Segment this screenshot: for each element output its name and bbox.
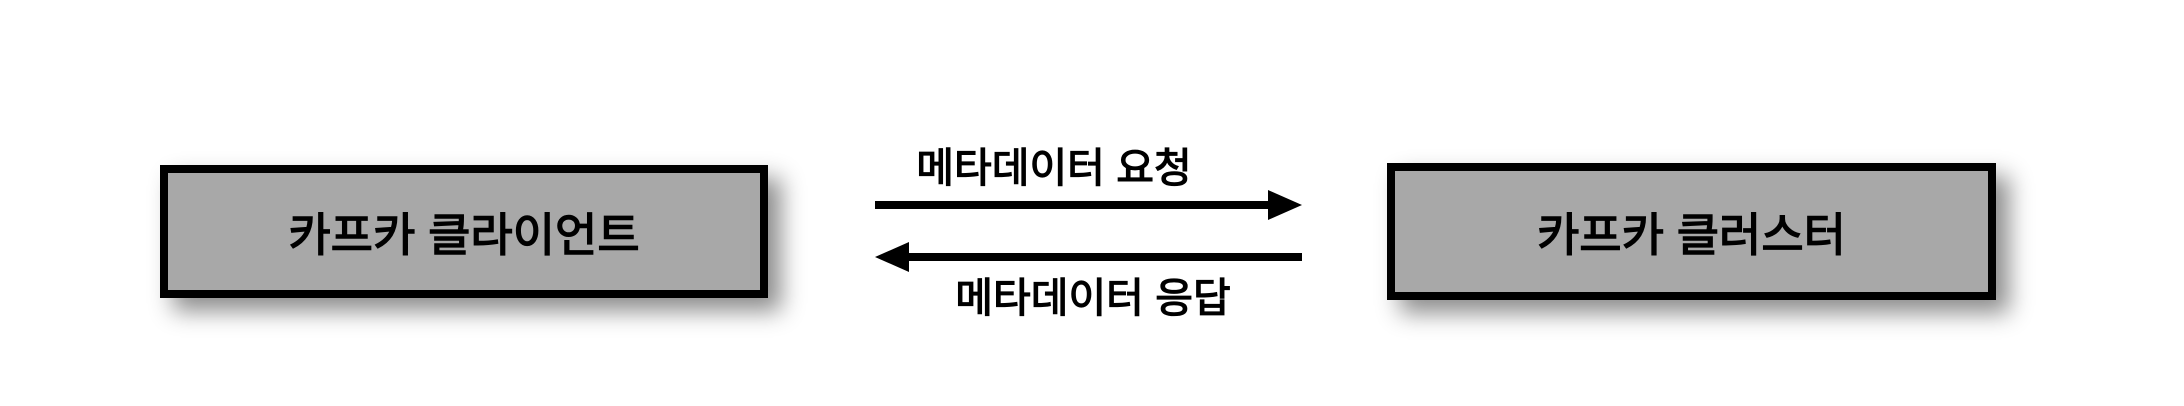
arrow-metadata-response — [875, 241, 1302, 273]
arrow-metadata-request — [875, 189, 1302, 221]
node-kafka-client-label: 카프카 클라이언트 — [288, 208, 640, 261]
node-kafka-cluster: 카프카 클러스터 — [1387, 163, 1996, 300]
edge-label-metadata-request: 메타데이터 요청 — [916, 145, 1192, 191]
arrow-shaft — [875, 201, 1268, 209]
edge-label-metadata-response: 메타데이터 응답 — [955, 275, 1231, 321]
left-arrowhead-icon — [875, 242, 909, 272]
node-kafka-cluster-label: 카프카 클러스터 — [1536, 208, 1847, 261]
arrow-shaft — [909, 253, 1302, 261]
node-kafka-client: 카프카 클라이언트 — [160, 165, 768, 298]
right-arrowhead-icon — [1268, 190, 1302, 220]
